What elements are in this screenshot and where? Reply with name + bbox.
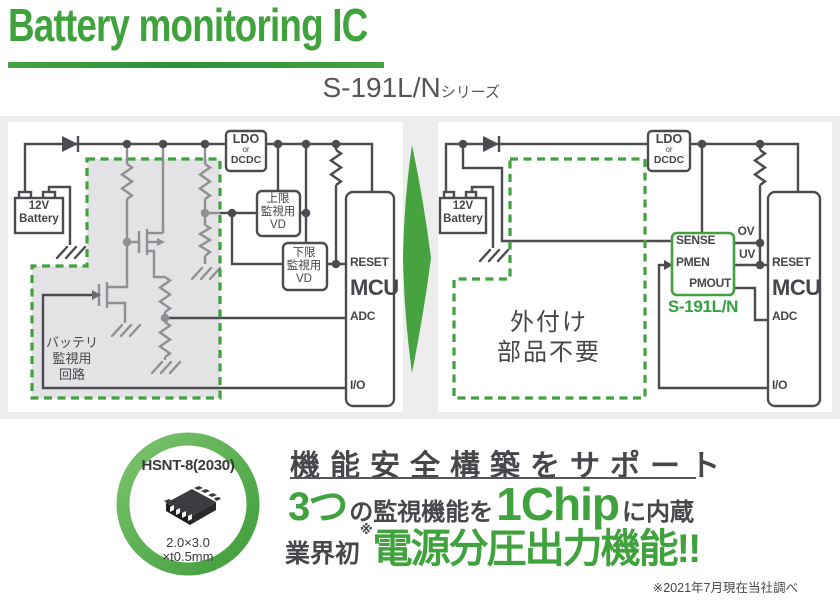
upper-vd-box — [255, 189, 302, 238]
power-divider-highlight: 電源分圧出力機能!! — [372, 527, 702, 571]
ground-icon — [478, 248, 510, 263]
battery-symbol — [13, 190, 65, 235]
main-wiring — [444, 142, 800, 390]
feature-line-2: 3つ の監視機能を 1Chip に内蔵 — [288, 474, 694, 532]
s191-ic-name: S-191L/N — [667, 297, 739, 316]
one-chip-highlight: 1Chip — [496, 478, 620, 530]
pmen-arrow — [664, 260, 673, 270]
battery-label: 12V Battery — [443, 200, 483, 225]
junction-dots — [122, 139, 341, 269]
feature-line-3: 業界初 ※ 電源分圧出力機能!! — [285, 516, 702, 574]
title-underline — [8, 62, 384, 68]
uv-label: UV — [738, 247, 756, 261]
lower-vd-box — [281, 241, 329, 292]
ground-icon — [55, 245, 87, 260]
lower-vd-label: 下限 監視用 VD — [286, 247, 322, 285]
mcu-io-pin: I/O — [350, 378, 366, 392]
ldo-label: LDO or DCDC — [653, 132, 685, 167]
series-subtitle: S-191L/Nシリーズ — [240, 72, 500, 104]
package-size: 2.0×3.0 ×t0.5mm — [162, 535, 214, 564]
line2-middle-text: の監視機能を — [349, 499, 494, 526]
line2-end-text: に内蔵 — [622, 499, 695, 526]
package-name: HSNT-8(2030) — [141, 457, 235, 474]
transition-arrow — [403, 145, 431, 373]
note-mark: ※ — [360, 522, 373, 537]
ldo-label: LDO or DCDC — [230, 132, 262, 167]
package-chip-icon — [164, 486, 221, 525]
page-title: Battery monitoring IC — [8, 0, 368, 51]
mosfet-arrow — [157, 238, 165, 246]
upper-vd-label: 上限 監視用 VD — [260, 193, 296, 231]
ic-sense-pin: SENSE — [676, 233, 716, 247]
no-external-parts-label: 外付け 部品不要 — [497, 309, 601, 366]
footnote: ※2021年7月現在当社調べ — [652, 581, 798, 595]
mcu-adc-pin: ADC — [772, 309, 798, 323]
series-suffix: シリーズ — [440, 84, 500, 101]
mcu-name: MCU — [350, 275, 399, 300]
mcu-box — [766, 190, 822, 408]
industry-first-text: 業界初 — [285, 540, 361, 568]
junction-dots-gray — [122, 208, 210, 323]
io-gate-arrow — [92, 290, 101, 300]
mcu-adc-pin: ADC — [350, 309, 376, 323]
count-highlight: 3つ — [288, 485, 348, 529]
ic-pmen-pin: PMEN — [676, 255, 710, 269]
diode-icon — [62, 136, 80, 152]
headline-underline — [290, 477, 696, 479]
battery-symbol — [438, 190, 488, 235]
mcu-io-pin: I/O — [772, 378, 788, 392]
s191-ic-box — [670, 231, 736, 297]
series-name: S-191L/N — [322, 72, 441, 103]
mcu-reset-pin: RESET — [350, 255, 389, 269]
ov-label: OV — [737, 224, 755, 238]
ldo-box — [646, 129, 692, 173]
mcu-box — [344, 190, 396, 408]
panel-after-circuit — [438, 122, 832, 412]
junction-dots — [458, 139, 765, 270]
before-circuit-drawing — [13, 129, 396, 408]
battery-label: 12V Battery — [19, 200, 59, 225]
panel-before-circuit — [8, 122, 403, 412]
battery-monitor-circuit-label: バッテリ 監視用 回路 — [45, 335, 98, 382]
ldo-box — [224, 129, 268, 173]
monitor-region-dashed-border — [30, 157, 222, 400]
mcu-reset-pin: RESET — [772, 255, 811, 269]
internal-wiring — [97, 144, 220, 360]
mcu-name: MCU — [772, 275, 821, 300]
no-external-dashed-border — [452, 157, 647, 400]
diode-icon — [483, 136, 501, 152]
after-circuit-drawing — [438, 129, 822, 408]
ic-pmout-pin: PMOUT — [689, 276, 731, 290]
